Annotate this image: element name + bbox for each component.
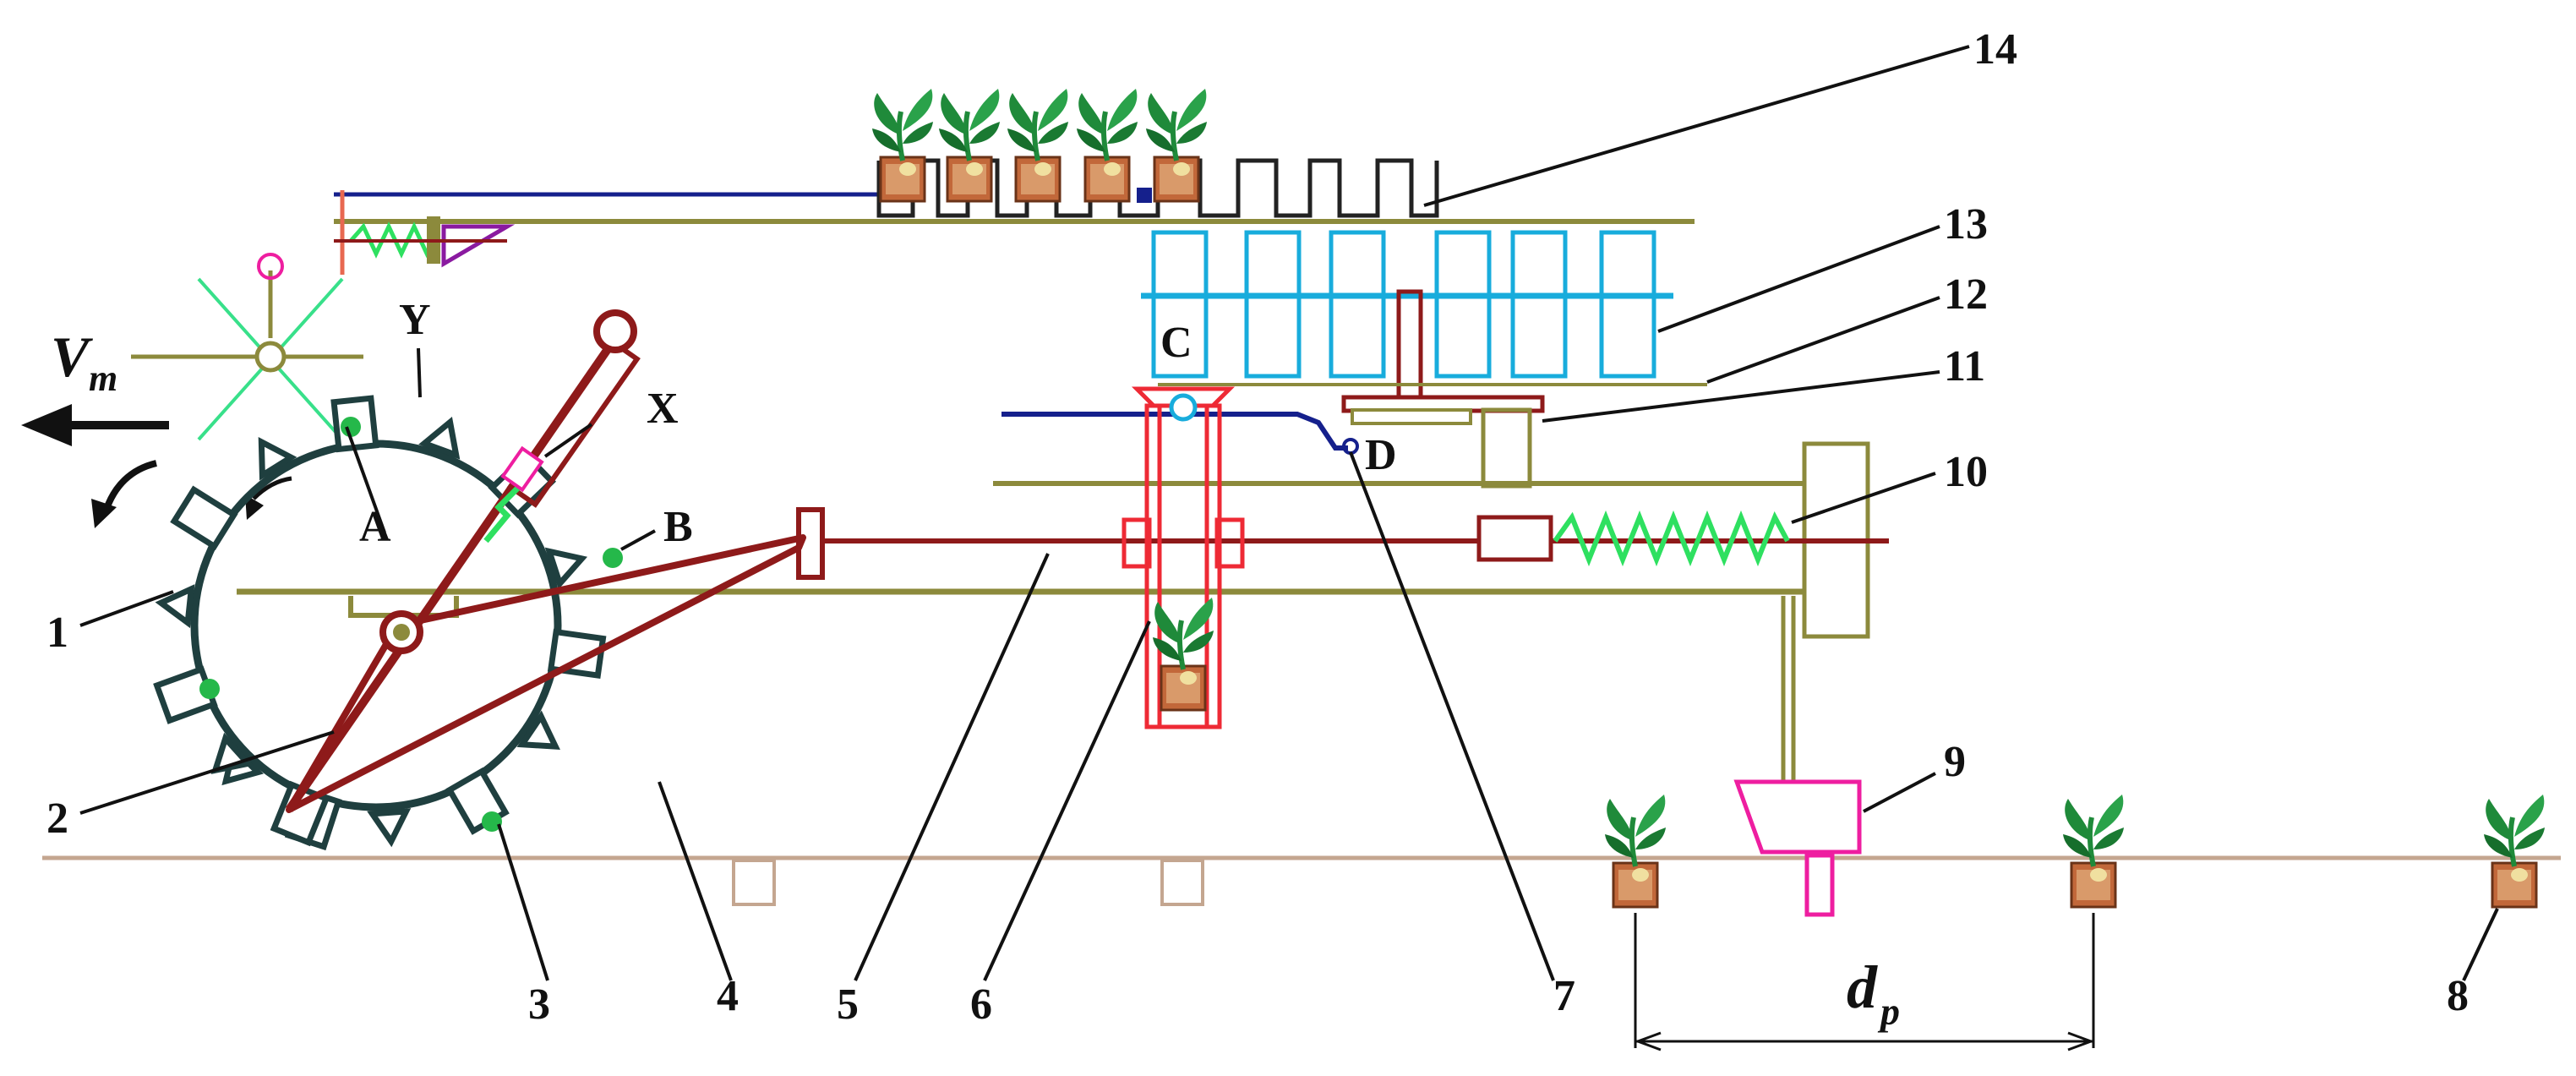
seedling-in-pot-icon xyxy=(1153,598,1214,710)
spring-block xyxy=(1476,515,1553,562)
wheel-hub-inner xyxy=(393,624,410,641)
label-14: 14 xyxy=(1973,25,2017,74)
seedling-in-pot-icon xyxy=(1077,89,1138,201)
furrow-marker-1 xyxy=(732,859,776,906)
label-10: 10 xyxy=(1944,448,1988,496)
label-c: C xyxy=(1160,319,1192,367)
seedling-in-pot-icon xyxy=(1605,795,1666,907)
label-5: 5 xyxy=(837,980,859,1029)
seedling-in-pot-icon xyxy=(939,89,1000,201)
funnel-spout xyxy=(1804,853,1835,917)
speed-label: V xyxy=(51,325,93,389)
seedling-in-pot-icon xyxy=(872,89,933,201)
label-y: Y xyxy=(399,296,431,344)
marker-star-icon xyxy=(131,253,363,441)
spacing-subscript: p xyxy=(1877,990,1900,1033)
label-4: 4 xyxy=(717,972,739,1020)
seedling-in-pot-icon xyxy=(2063,795,2124,907)
return-spring xyxy=(1553,510,1790,567)
inner-rotation-arrow-head xyxy=(245,494,264,520)
label-1: 1 xyxy=(46,609,68,657)
crank-slider xyxy=(500,445,544,493)
left-arrow-icon xyxy=(21,404,169,446)
label-9: 9 xyxy=(1944,738,1966,786)
seedling-in-pot-icon xyxy=(2484,795,2545,907)
seedling-tray xyxy=(876,158,1439,218)
label-11: 11 xyxy=(1944,342,1985,391)
cell-conveyor xyxy=(1141,230,1673,379)
wheel-dots xyxy=(199,417,623,832)
label-7: 7 xyxy=(1553,972,1575,1020)
seedling-in-pot-icon xyxy=(1007,89,1068,201)
drive-hanger xyxy=(1481,407,1532,489)
crank-top-pin xyxy=(593,309,637,353)
leader-lines xyxy=(79,45,2499,981)
curved-arrow-head xyxy=(91,499,117,528)
label-3: 3 xyxy=(528,980,550,1029)
speed-subscript: m xyxy=(89,358,117,399)
point-c-marker xyxy=(1169,393,1198,422)
furrow-marker-2 xyxy=(1160,859,1204,906)
tray-seedlings xyxy=(872,89,1207,201)
seedling-in-pot-icon xyxy=(1146,89,1207,201)
inner-rotation-arrow xyxy=(252,476,292,500)
planting-funnel xyxy=(1733,779,1862,855)
label-b: B xyxy=(663,503,693,551)
conveyor-drive-post xyxy=(1396,289,1423,412)
crank-arm xyxy=(286,534,806,813)
tray-latch xyxy=(1137,188,1152,203)
label-13: 13 xyxy=(1944,200,1988,249)
label-8: 8 xyxy=(2447,972,2469,1020)
label-12: 12 xyxy=(1944,270,1988,319)
label-d: D xyxy=(1365,431,1397,479)
label-6: 6 xyxy=(970,980,992,1029)
label-a: A xyxy=(359,503,391,551)
curved-arrow-icon xyxy=(102,460,158,513)
spacing-dimension xyxy=(1634,913,2095,1051)
spacing-label: d xyxy=(1847,953,1878,1021)
label-2: 2 xyxy=(46,795,68,843)
drive-block xyxy=(1351,408,1472,425)
guide-rail-d xyxy=(1001,412,1348,451)
label-x: X xyxy=(647,385,679,433)
pusher-wedge xyxy=(441,224,516,268)
